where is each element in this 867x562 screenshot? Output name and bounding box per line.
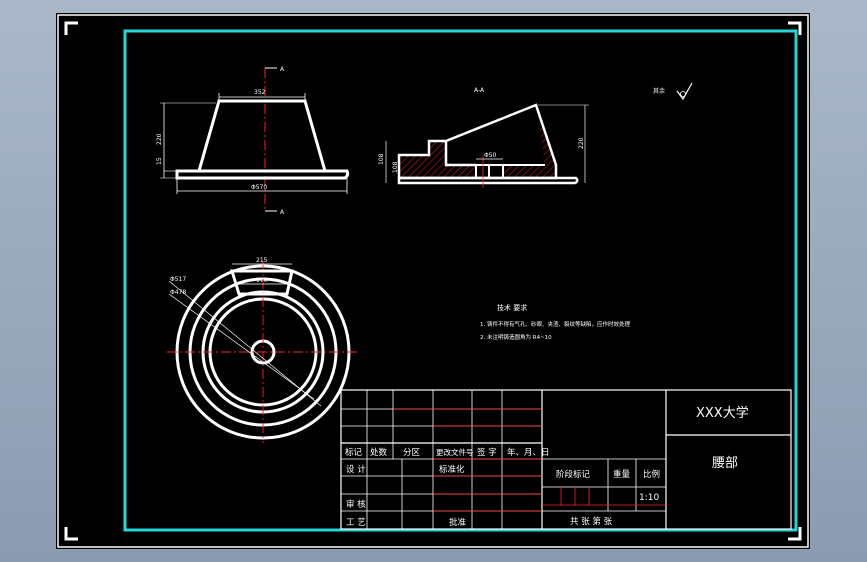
tb-part-name: 腰部 (712, 456, 738, 471)
top-view: 215 170 Φ517 Φ478 (167, 257, 359, 443)
section-view: A-A 108 108 220 Φ50 (378, 87, 589, 188)
tb-standardization: 标准化 (439, 464, 465, 475)
tb-approve: 批准 (449, 517, 467, 528)
drawing-canvas: A A 352 Φ570 220 15 A-A (57, 14, 809, 548)
top-tab (229, 269, 294, 296)
top-dim-inner: Φ478 (170, 289, 186, 296)
section-base (397, 176, 579, 185)
section-dim-hole: Φ50 (484, 152, 497, 159)
tb-col-mark: 标记 (345, 447, 363, 458)
roughness-symbol (676, 82, 693, 101)
front-frustum (197, 99, 327, 173)
roughness-note: 其余 (653, 82, 693, 101)
frame-corner-marks (64, 21, 802, 541)
tb-school: XXX大学 (696, 405, 749, 421)
front-view: A A 352 Φ570 220 15 (156, 66, 350, 216)
sheet-frame (57, 14, 809, 548)
dim-height: 220 (156, 133, 163, 145)
section-title: A-A (474, 87, 485, 94)
tb-stage-mark: 阶段标记 (556, 469, 591, 480)
tech-notes: 技术 要求 1. 铸件不得有气孔、砂眼、夹渣、裂纹等缺陷，应作时效处理 2. 未… (480, 303, 630, 341)
tb-col-zone: 分区 (403, 448, 421, 458)
tech-note-1: 1. 铸件不得有气孔、砂眼、夹渣、裂纹等缺陷，应作时效处理 (480, 320, 630, 328)
section-hatch-right (503, 105, 556, 178)
section-dim-height: 220 (578, 137, 585, 149)
top-dim-outer: Φ517 (170, 276, 186, 283)
tb-scale-label: 比例 (643, 469, 660, 480)
tb-review: 审 核 (346, 499, 366, 510)
tb-col-count: 处数 (370, 447, 388, 458)
tb-design: 设 计 (346, 464, 366, 475)
tb-process: 工 艺 (346, 518, 366, 528)
dim-base: 15 (156, 157, 163, 165)
section-mark-bottom: A (280, 209, 285, 216)
top-dim-top: 215 (256, 257, 268, 264)
front-base (175, 169, 350, 180)
dim-top-width: 352 (254, 89, 266, 96)
tech-notes-title: 技术 要求 (497, 303, 527, 312)
tb-scale-value: 1:10 (639, 493, 659, 503)
tb-weight: 重量 (613, 469, 631, 480)
section-dim-step: 108 (378, 153, 385, 165)
tb-col-doc: 更改文件号 (436, 447, 474, 457)
dim-bottom-width: Φ570 (251, 184, 267, 191)
roughness-label: 其余 (653, 87, 665, 95)
title-block: 标记 处数 分区 更改文件号 签 字 年、月、日 设 计 标准化 审 核 工 艺… (340, 389, 792, 530)
cad-viewport[interactable]: A A 352 Φ570 220 15 A-A (56, 13, 810, 549)
tb-col-sign: 签 字 (477, 447, 497, 458)
top-dim-mid: 170 (256, 277, 268, 284)
section-dim-small: 108 (392, 161, 399, 173)
tech-note-2: 2. 未注明铸造圆角为 R4~10 (480, 333, 552, 341)
drawing-border (123, 29, 798, 532)
tb-sheets: 共 张 第 张 (570, 516, 613, 527)
section-mark-top: A (280, 66, 285, 73)
tb-col-date: 年、月、日 (507, 447, 550, 458)
section-hatch-left (399, 141, 476, 178)
